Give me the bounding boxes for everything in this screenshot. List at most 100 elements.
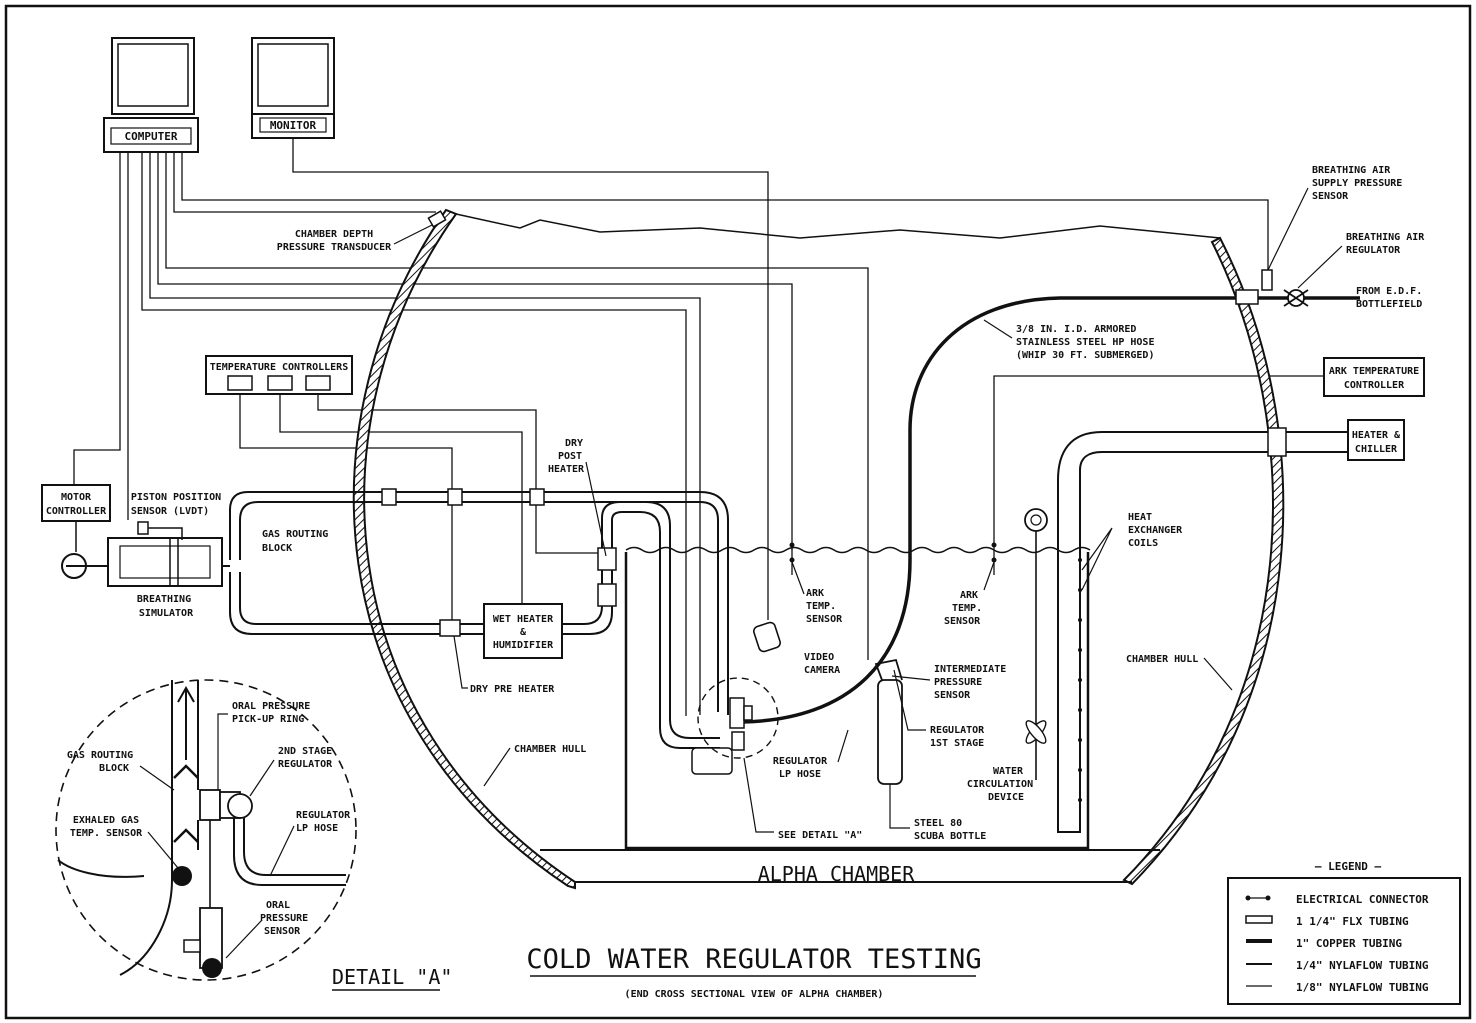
ark-temp-controller-label-1: ARK TEMPERATURE bbox=[1329, 366, 1419, 377]
wet-heater-box bbox=[483, 603, 563, 659]
detail-oral-ring-leader bbox=[217, 713, 228, 790]
hp-hose-leader bbox=[983, 319, 1013, 339]
chamber-break-line bbox=[455, 213, 1221, 239]
chamber-depth-label-1: CHAMBER DEPTH bbox=[295, 229, 373, 240]
regulator-1st-label-1: REGULATOR bbox=[930, 725, 985, 736]
chamber-hull-left-leader bbox=[483, 747, 511, 787]
video-camera-icon bbox=[753, 621, 781, 653]
temperature-controllers bbox=[205, 355, 353, 395]
chamber-hull-left-label: CHAMBER HULL bbox=[514, 744, 586, 755]
legend: — LEGEND — ELECTRICAL CONNECTOR 1 1/4" F… bbox=[1227, 860, 1461, 1005]
ark-temp-sensor-2-label-1: ARK bbox=[960, 590, 978, 601]
heat-exchanger-label-1: HEAT bbox=[1128, 512, 1152, 523]
piston-sensor-label-1: PISTON POSITION bbox=[131, 492, 221, 503]
chamber-label: ALPHA CHAMBER bbox=[758, 862, 915, 886]
computer-icon bbox=[103, 37, 199, 153]
breathing-air-sensor-label-2: SUPPLY PRESSURE bbox=[1312, 178, 1402, 189]
gas-routing-label-1: GAS ROUTING bbox=[262, 529, 328, 540]
ark-temperature-controller bbox=[1323, 357, 1425, 397]
intermediate-sensor-label-3: SENSOR bbox=[934, 690, 971, 701]
steel-bottle-leader bbox=[889, 784, 910, 829]
regulator-1st-label-2: 1ST STAGE bbox=[930, 738, 984, 749]
ark-sensor-2-leader bbox=[983, 561, 995, 591]
lp-hose-leader bbox=[837, 729, 849, 763]
legend-label-1: 1 1/4" FLX TUBING bbox=[1296, 915, 1409, 928]
ark-temp-sensor-1-label-3: SENSOR bbox=[806, 614, 843, 625]
heater-chiller-label-1: HEATER & bbox=[1352, 430, 1401, 441]
dry-post-heater-label-1: DRY bbox=[565, 438, 583, 449]
wet-heater-label-3: HUMIDIFIER bbox=[493, 640, 554, 651]
chamber-hull-right-label: CHAMBER HULL bbox=[1126, 654, 1198, 665]
breathing-simulator-label-1: BREATHING bbox=[137, 594, 191, 605]
drawing-border bbox=[4, 4, 1472, 1020]
flex-tubing-loop bbox=[229, 491, 729, 749]
detail-lp-hose-label-2: LP HOSE bbox=[296, 823, 338, 834]
regulator-1st-leader bbox=[893, 669, 926, 731]
wet-heater-label-2: & bbox=[520, 627, 527, 638]
ark-temp-controller-label-2: CONTROLLER bbox=[1344, 380, 1405, 391]
ark-temp-sensor-1-label-2: TEMP. bbox=[806, 601, 836, 612]
legend-label-2: 1" COPPER TUBING bbox=[1296, 937, 1402, 950]
detail-oral-ring-label-2: PICK-UP RING bbox=[232, 714, 304, 725]
monitor-icon bbox=[251, 37, 335, 139]
regulator-lp-hose-label-1: REGULATOR bbox=[773, 756, 828, 767]
water-surface bbox=[625, 546, 1091, 554]
signal-wiring bbox=[73, 138, 1324, 716]
hp-hose-label-3: (WHIP 30 FT. SUBMERGED) bbox=[1016, 350, 1154, 361]
legend-label-4: 1/8" NYLAFLOW TUBING bbox=[1296, 981, 1429, 994]
temp-controllers-label: TEMPERATURE CONTROLLERS bbox=[210, 362, 348, 373]
heat-exchanger-label-2: EXCHANGER bbox=[1128, 525, 1183, 536]
video-camera-label-1: VIDEO bbox=[804, 652, 834, 663]
dry-pre-heater-text: DRY PRE HEATER bbox=[470, 684, 555, 695]
detail-gas-block-label-1: GAS ROUTING bbox=[67, 750, 133, 761]
detail-2nd-stage-label-1: 2ND STAGE bbox=[278, 746, 332, 757]
gas-routing-label-2: BLOCK bbox=[262, 543, 292, 554]
legend-title: — LEGEND — bbox=[1315, 860, 1382, 873]
from-edf-label-2: BOTTLEFIELD bbox=[1356, 299, 1422, 310]
detail-oral-sensor-label-1: ORAL bbox=[266, 900, 290, 911]
regulator-assembly bbox=[691, 677, 779, 775]
detail-oral-sensor-label-3: SENSOR bbox=[264, 926, 301, 937]
hp-hose-label-1: 3/8 IN. I.D. ARMORED bbox=[1016, 324, 1136, 335]
intermediate-sensor-label-2: PRESSURE bbox=[934, 677, 982, 688]
detail-a bbox=[55, 679, 357, 981]
see-detail-label: SEE DETAIL "A" bbox=[778, 830, 862, 841]
monitor-label: MONITOR bbox=[270, 119, 317, 132]
ark-temp-sensor-2-label-2: TEMP. bbox=[952, 603, 982, 614]
scuba-bottle bbox=[874, 658, 903, 785]
depth-transducer-icon bbox=[427, 210, 447, 228]
dry-post-heater-leader bbox=[585, 461, 607, 557]
steel-bottle-label-2: SCUBA BOTTLE bbox=[914, 831, 986, 842]
intermediate-leader bbox=[891, 675, 931, 681]
hp-hose-label-2: STAINLESS STEEL HP HOSE bbox=[1016, 337, 1154, 348]
steel-bottle-label-1: STEEL 80 bbox=[914, 818, 962, 829]
water-circulation-label-3: DEVICE bbox=[988, 792, 1024, 803]
detail-exhaled-label-1: EXHALED GAS bbox=[73, 815, 139, 826]
detail-a-label: DETAIL "A" bbox=[332, 965, 452, 989]
ark-temp-sensor-1-label-1: ARK bbox=[806, 588, 824, 599]
chamber-hull-right bbox=[1122, 236, 1285, 886]
ark-temp-sensor-2-icon bbox=[991, 542, 997, 563]
heater-chiller-label-2: CHILLER bbox=[1355, 444, 1398, 455]
air-regulator-leader bbox=[1297, 245, 1343, 289]
piston-sensor-label-2: SENSOR (LVDT) bbox=[131, 506, 209, 517]
detail-lp-hose-label-1: REGULATOR bbox=[296, 810, 351, 821]
detail-2nd-stage-label-2: REGULATOR bbox=[278, 759, 333, 770]
dry-post-heater-label-3: HEATER bbox=[548, 464, 585, 475]
ark-temp-sensor-2-label-3: SENSOR bbox=[944, 616, 981, 627]
heat-exchanger-coils bbox=[1057, 427, 1348, 833]
diagram-title: COLD WATER REGULATOR TESTING bbox=[526, 944, 981, 975]
chamber-depth-label-2: PRESSURE TRANSDUCER bbox=[277, 242, 392, 253]
chamber-hull bbox=[352, 208, 576, 890]
chamber-depth-leader bbox=[393, 221, 439, 245]
legend-label-3: 1/4" NYLAFLOW TUBING bbox=[1296, 959, 1429, 972]
breathing-simulator-label-2: SIMULATOR bbox=[139, 608, 194, 619]
wet-heater-label-1: WET HEATER bbox=[493, 614, 554, 625]
from-edf-label-1: FROM E.D.F. bbox=[1356, 286, 1422, 297]
breathing-air-sensor-label-3: SENSOR bbox=[1312, 191, 1349, 202]
breathing-air-regulator-label-1: BREATHING AIR bbox=[1346, 232, 1425, 243]
chamber-hull-right-leader bbox=[1203, 657, 1233, 691]
detail-exhaled-leader bbox=[147, 831, 179, 869]
water-circulation-label-2: CIRCULATION bbox=[967, 779, 1033, 790]
